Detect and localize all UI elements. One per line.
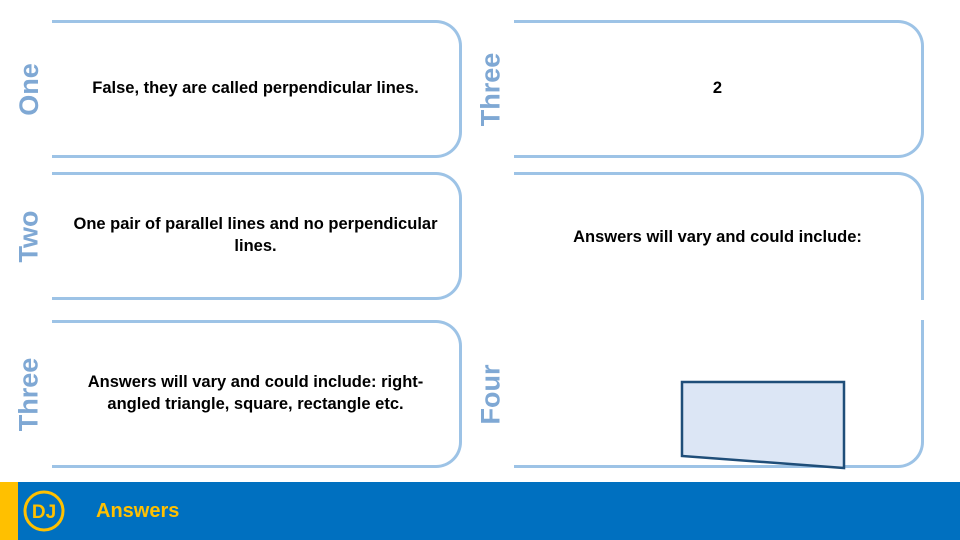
quadrilateral-polygon <box>680 380 846 470</box>
answer-block-three-bubble: Answers will vary and could include: rig… <box>52 320 462 468</box>
answer-block-one-label-text: One <box>13 62 44 116</box>
answer-block-six-label-text: Four <box>475 364 506 424</box>
answer-block-five-bubble: Answers will vary and could include: <box>514 172 924 300</box>
answer-block-four-text: 2 <box>712 79 723 98</box>
answer-block-four-label-text: Three <box>475 52 506 126</box>
answer-block-two-label-text: Two <box>13 210 44 262</box>
answer-block-six-bubble <box>514 320 924 470</box>
answer-block-four-label: Three <box>462 20 520 158</box>
answer-block-two-text: One pair of parallel lines and no perpen… <box>73 215 438 255</box>
answer-block-two-bubble: One pair of parallel lines and no perpen… <box>52 172 462 300</box>
answer-block-two-label: Two <box>0 172 58 300</box>
answer-block-four: Three 2 <box>462 20 924 158</box>
footer-bar: DJ Answers <box>0 482 960 540</box>
answer-block-four-bubble: 2 <box>514 20 924 158</box>
answer-block-two: Two One pair of parallel lines and no pe… <box>0 172 462 300</box>
answer-block-six-label: Four <box>462 320 520 468</box>
answer-block-six: Four <box>462 320 924 470</box>
answer-block-three: Three Answers will vary and could includ… <box>0 320 462 468</box>
answer-block-three-text: Answers will vary and could include: rig… <box>87 373 424 413</box>
answer-block-five: Answers will vary and could include: <box>462 172 924 300</box>
answer-block-five-text: Answers will vary and could include: <box>573 227 862 246</box>
answer-block-three-label-text: Three <box>13 357 44 431</box>
quadrilateral-shape <box>674 378 874 488</box>
answer-block-one-label: One <box>0 20 58 158</box>
answer-block-one-bubble: False, they are called perpendicular lin… <box>52 20 462 158</box>
answer-block-five-label <box>462 172 520 300</box>
dj-logo-icon: DJ <box>22 489 66 533</box>
answer-block-three-label: Three <box>0 320 58 468</box>
footer-yellow-stripe <box>0 482 18 540</box>
svg-text:DJ: DJ <box>32 502 56 523</box>
answer-block-one-text: False, they are called perpendicular lin… <box>92 79 419 98</box>
answer-block-one: One False, they are called perpendicular… <box>0 20 462 158</box>
quadrilateral-shape-svg <box>680 380 846 470</box>
dj-logo-svg: DJ <box>23 490 65 532</box>
footer-title: Answers <box>96 499 180 522</box>
